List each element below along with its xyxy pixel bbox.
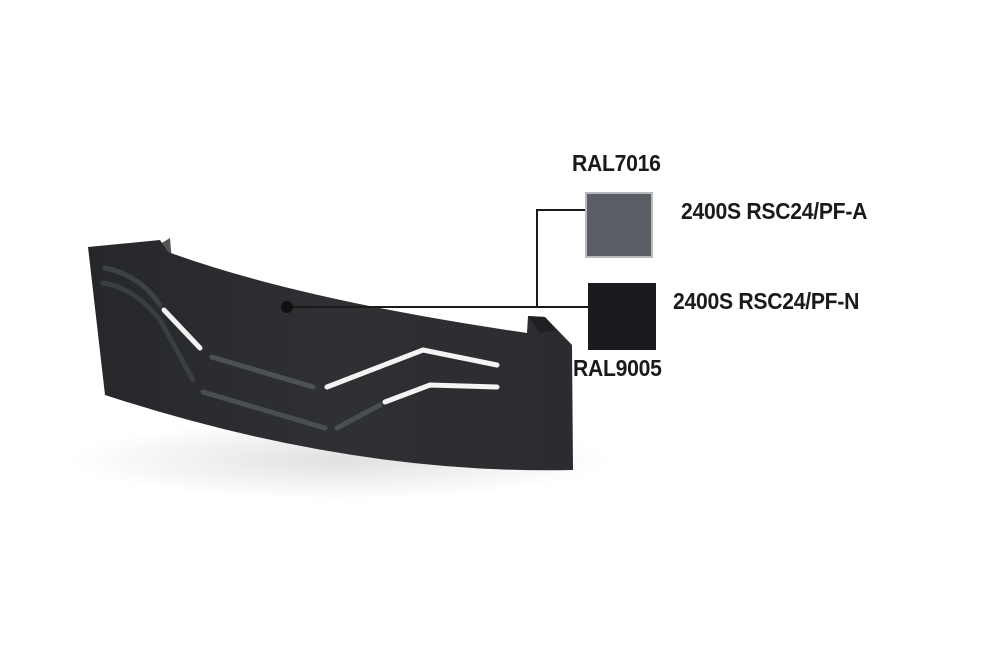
product-code-n: 2400S RSC24/PF-N <box>673 288 860 314</box>
callout-dot <box>281 301 293 313</box>
ral-label-n: RAL9005 <box>573 355 662 381</box>
color-swatch-ral9005 <box>588 283 656 350</box>
slot-pattern <box>100 265 500 431</box>
ral-label-a: RAL7016 <box>572 150 661 176</box>
product-code-a: 2400S RSC24/PF-A <box>681 198 868 224</box>
color-swatch-ral7016 <box>585 192 653 258</box>
leader-lines <box>287 209 588 308</box>
panel-shape <box>88 238 573 471</box>
